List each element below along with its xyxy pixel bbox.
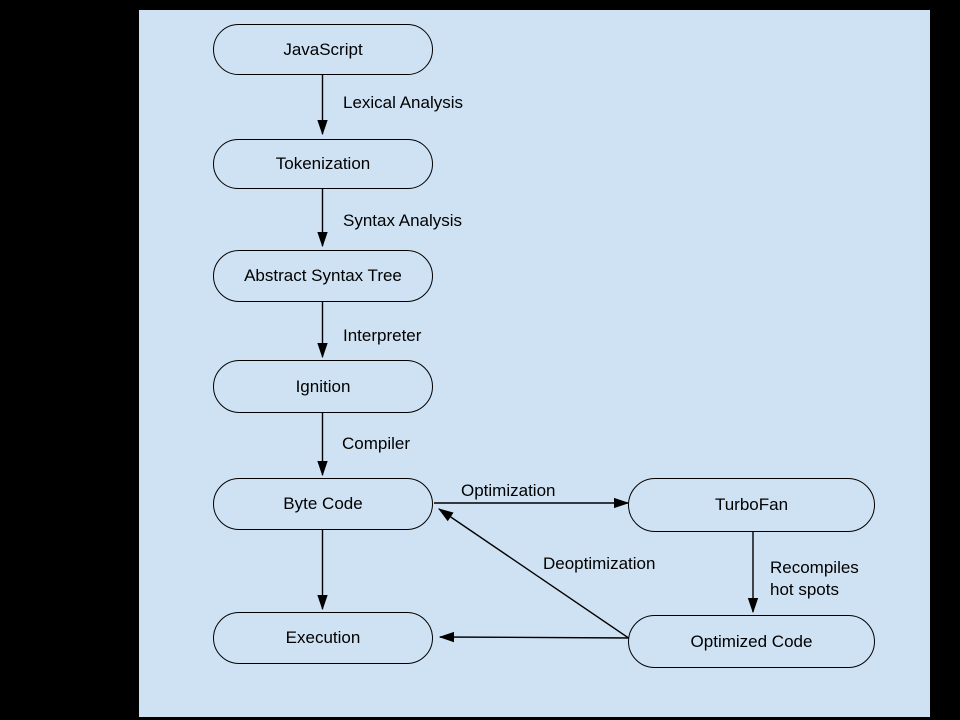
edge-label-deoptimization: Deoptimization xyxy=(543,554,656,573)
edge-label-recompiles-line1: Recompiles xyxy=(770,558,859,577)
node-abstract-syntax-tree-label: Abstract Syntax Tree xyxy=(244,266,402,285)
edge-label-optimization: Optimization xyxy=(461,481,556,500)
node-turbofan-label: TurboFan xyxy=(714,495,789,514)
node-tokenization-label: Tokenization xyxy=(275,154,371,173)
node-javascript-label: JavaScript xyxy=(283,39,363,59)
edge-label-syntax-analysis: Syntax Analysis xyxy=(343,211,463,230)
node-execution-label: Execution xyxy=(285,628,361,647)
node-optimized-code: Optimized Code xyxy=(628,615,875,668)
node-byte-code: Byte Code xyxy=(213,478,433,530)
node-optimized-code-label: Optimized Code xyxy=(690,631,813,651)
node-ignition-label: Ignition xyxy=(295,376,351,396)
node-turbofan: TurboFan xyxy=(628,478,875,532)
edge-label-lexical-analysis: Lexical Analysis xyxy=(343,93,464,112)
node-execution: Execution xyxy=(213,612,433,664)
node-javascript: JavaScript xyxy=(213,24,433,75)
node-tokenization: Tokenization xyxy=(213,139,433,189)
edge-label-recompiles-hot-spots: Recompiles hot spots xyxy=(770,557,859,601)
edge-label-compiler: Compiler xyxy=(342,434,411,453)
edge-label-interpreter: Interpreter xyxy=(343,326,422,345)
node-abstract-syntax-tree: Abstract Syntax Tree xyxy=(213,250,433,302)
edge-label-recompiles-line2: hot spots xyxy=(770,580,839,599)
node-ignition: Ignition xyxy=(213,360,433,413)
node-byte-code-label: Byte Code xyxy=(283,494,363,513)
